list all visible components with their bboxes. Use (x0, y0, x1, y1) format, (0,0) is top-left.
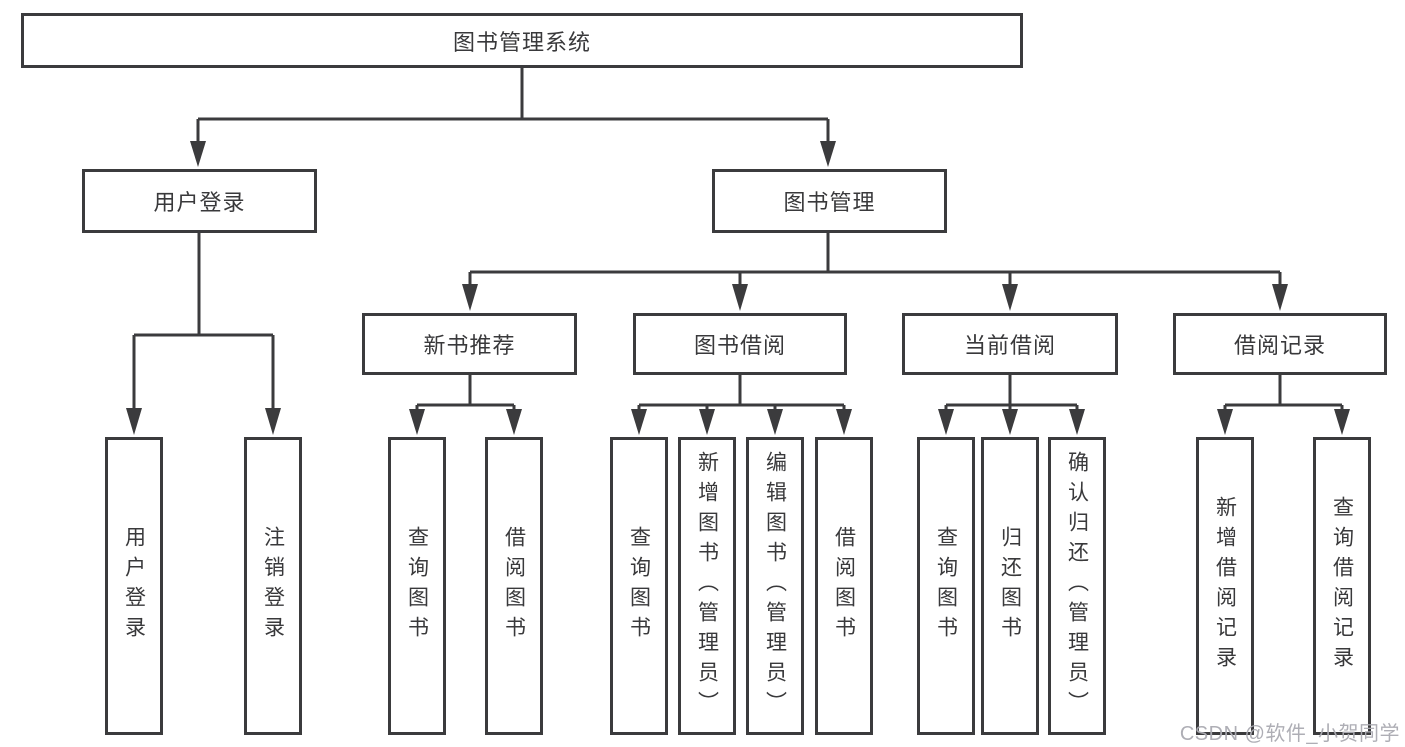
leaf-label: 注销登录 (261, 526, 285, 646)
leaf-label: 编辑图书（管理员） (763, 451, 787, 721)
leaf-borrow-books: 借阅图书 (815, 437, 873, 735)
node-label: 图书管理 (783, 190, 876, 215)
leaf-return-books: 归还图书 (981, 437, 1039, 735)
node-new-book-recommendation: 新书推荐 (362, 313, 577, 375)
csdn-watermark: CSDN @软件_小贺同学 (1179, 723, 1400, 745)
leaf-label: 查询借阅记录 (1330, 496, 1354, 676)
node-label: 新书推荐 (423, 333, 516, 358)
leaf-query-books-current: 查询图书 (917, 437, 975, 735)
leaf-user-login: 用户登录 (105, 437, 163, 735)
leaf-borrow-books-recommend: 借阅图书 (485, 437, 543, 735)
leaf-logout-login: 注销登录 (244, 437, 302, 735)
leaf-label: 新增图书（管理员） (695, 451, 719, 721)
leaf-add-borrow-record: 新增借阅记录 (1196, 437, 1254, 735)
leaf-label: 新增借阅记录 (1213, 496, 1237, 676)
node-book-borrowing: 图书借阅 (633, 313, 847, 375)
leaf-query-books-recommend: 查询图书 (388, 437, 446, 735)
leaf-label: 用户登录 (122, 526, 146, 646)
leaf-label: 借阅图书 (832, 526, 856, 646)
node-label: 当前借阅 (963, 333, 1056, 358)
leaf-label: 查询图书 (405, 526, 429, 646)
node-borrowing-records: 借阅记录 (1173, 313, 1387, 375)
node-label: 用户登录 (153, 190, 246, 215)
node-book-management-system: 图书管理系统 (21, 13, 1023, 68)
leaf-confirm-return-admin: 确认归还（管理员） (1048, 437, 1106, 735)
leaf-label: 查询图书 (627, 526, 651, 646)
leaf-query-books-borrow: 查询图书 (610, 437, 668, 735)
node-label: 借阅记录 (1233, 333, 1326, 358)
node-label: 图书借阅 (693, 333, 786, 358)
leaf-edit-books-admin: 编辑图书（管理员） (746, 437, 804, 735)
leaf-label: 查询图书 (934, 526, 958, 646)
leaf-add-books-admin: 新增图书（管理员） (678, 437, 736, 735)
leaf-label: 归还图书 (998, 526, 1022, 646)
leaf-label: 确认归还（管理员） (1065, 451, 1089, 721)
leaf-label: 借阅图书 (502, 526, 526, 646)
leaf-query-borrow-record: 查询借阅记录 (1313, 437, 1371, 735)
node-current-borrowing: 当前借阅 (902, 313, 1118, 375)
node-label: 图书管理系统 (452, 29, 591, 55)
node-book-management: 图书管理 (712, 169, 947, 233)
node-user-login: 用户登录 (82, 169, 317, 233)
